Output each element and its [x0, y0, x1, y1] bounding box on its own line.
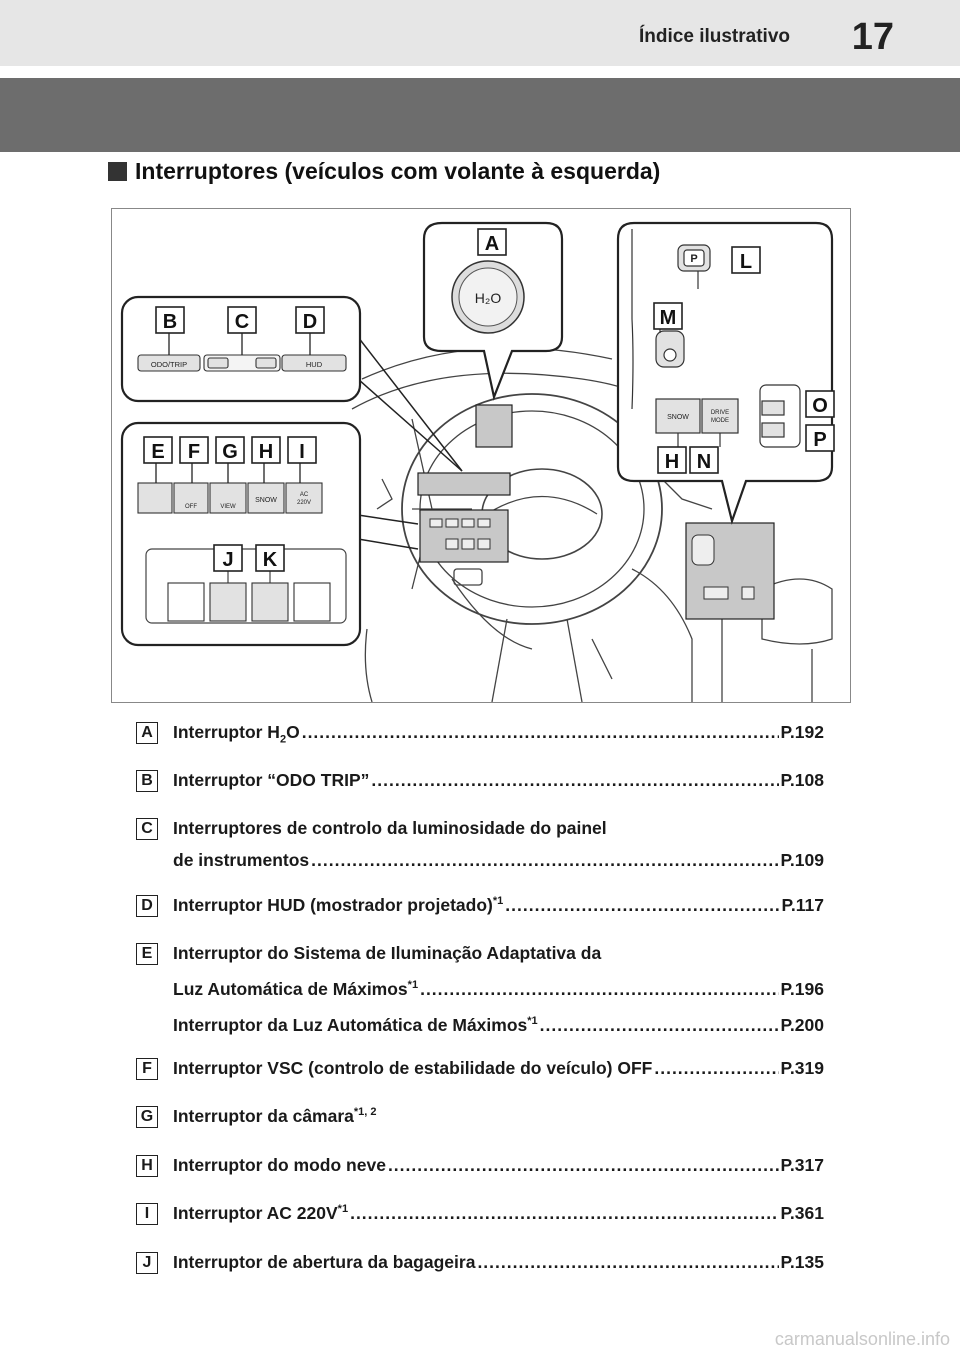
- svg-text:A: A: [485, 233, 499, 255]
- page-header: [0, 0, 960, 66]
- entry-line: Interruptor VSC (controlo de estabilidad…: [173, 1058, 824, 1079]
- entry-line: Interruptor de abertura da bagageira P.1…: [173, 1252, 824, 1273]
- page-ref[interactable]: P.108: [780, 770, 824, 790]
- drive-mode-label-top: DRIVE: [711, 410, 729, 416]
- page-ref[interactable]: P.317: [780, 1155, 824, 1175]
- view-label: VIEW: [220, 504, 236, 510]
- entry-line: Interruptor do Sistema de Iluminação Ada…: [173, 943, 602, 963]
- entry-line: Interruptor “ODO TRIP” P.108: [173, 770, 824, 791]
- entry-line: Interruptor da câmara*1, 2: [173, 1106, 377, 1126]
- page-ref[interactable]: P.109: [780, 850, 824, 870]
- console-upper-inset: [417, 472, 511, 496]
- entry-line: Interruptor HUD (mostrador projetado)*1 …: [173, 895, 824, 916]
- badge-f: F: [136, 1058, 158, 1080]
- snow-label: SNOW: [255, 497, 277, 504]
- h2o-area-inset: [475, 404, 513, 448]
- hud-button-label: HUD: [306, 360, 323, 369]
- page-ref[interactable]: P.319: [780, 1058, 824, 1078]
- page-ref[interactable]: P.192: [780, 722, 824, 742]
- svg-text:J: J: [222, 549, 233, 571]
- watermark: carmanualsonline.info: [774, 1329, 950, 1349]
- right-console-inset: [685, 522, 775, 620]
- badge-g: G: [136, 1106, 158, 1128]
- entry-line: Interruptor do modo neve P.317: [173, 1155, 824, 1176]
- page-ref[interactable]: P.135: [780, 1252, 824, 1272]
- badge-b: B: [136, 770, 158, 792]
- callout-letters: A B C D E F G H I J K L M H N O P: [143, 228, 835, 572]
- page-ref[interactable]: P.196: [780, 979, 824, 999]
- odo-trip-button-label: ODO/TRIP: [151, 360, 187, 369]
- callout-bubble-lp: [616, 221, 834, 525]
- entry-line: Luz Automática de Máximos*1 P.196: [173, 979, 824, 1000]
- ac-label-top: AC: [300, 492, 309, 498]
- h2o-label: H₂O: [475, 290, 502, 306]
- heading-text: Interruptores (veículos com volante à es…: [135, 158, 661, 184]
- svg-text:C: C: [235, 311, 249, 333]
- entry-line: Interruptores de controlo da luminosidad…: [173, 818, 607, 838]
- page-ref[interactable]: P.200: [780, 1015, 824, 1035]
- badge-i: I: [136, 1203, 158, 1225]
- entry-line: Interruptor da Luz Automática de Máximos…: [173, 1015, 824, 1036]
- badge-a: A: [136, 722, 158, 744]
- vsc-off-label: OFF: [185, 504, 197, 510]
- page-number: 17: [851, 16, 894, 58]
- drive-mode-label-bottom: MODE: [711, 418, 729, 424]
- console-lower-inset: [419, 509, 509, 563]
- svg-text:K: K: [263, 549, 278, 571]
- svg-text:M: M: [660, 307, 677, 329]
- park-label: P: [690, 253, 697, 265]
- section-title: Índice ilustrativo: [639, 26, 790, 47]
- svg-text:H: H: [665, 451, 679, 473]
- snow-right-label: SNOW: [667, 414, 689, 421]
- svg-text:O: O: [812, 395, 828, 417]
- dashboard-drawing: [351, 347, 833, 702]
- svg-text:E: E: [151, 441, 164, 463]
- badge-d: D: [136, 895, 158, 917]
- section-heading: Interruptores (veículos com volante à es…: [108, 158, 660, 185]
- page-ref[interactable]: P.117: [781, 895, 824, 915]
- svg-text:F: F: [188, 441, 200, 463]
- badge-e: E: [136, 943, 158, 965]
- svg-text:N: N: [697, 451, 711, 473]
- svg-text:H: H: [259, 441, 273, 463]
- entry-line: Interruptor H2O P.192: [173, 722, 824, 746]
- square-bullet-icon: [108, 162, 127, 181]
- svg-text:P: P: [813, 429, 826, 451]
- ac-label-bottom: 220V: [297, 500, 311, 506]
- entry-line: Interruptor AC 220V*1 P.361: [173, 1203, 824, 1224]
- svg-text:L: L: [740, 251, 752, 273]
- badge-c: C: [136, 818, 158, 840]
- badge-j: J: [136, 1252, 158, 1274]
- page-ref[interactable]: P.361: [780, 1203, 824, 1223]
- grey-banner: [0, 78, 960, 152]
- leader-lines: [357, 336, 735, 550]
- entry-line: de instrumentos P.109: [173, 850, 824, 871]
- svg-text:D: D: [303, 311, 317, 333]
- badge-h: H: [136, 1155, 158, 1177]
- svg-text:B: B: [163, 311, 177, 333]
- svg-text:I: I: [299, 441, 305, 463]
- svg-text:G: G: [222, 441, 238, 463]
- switches-illustration: H₂O ODO/TRIP HUD OFF VIEW SNOW AC: [111, 208, 851, 703]
